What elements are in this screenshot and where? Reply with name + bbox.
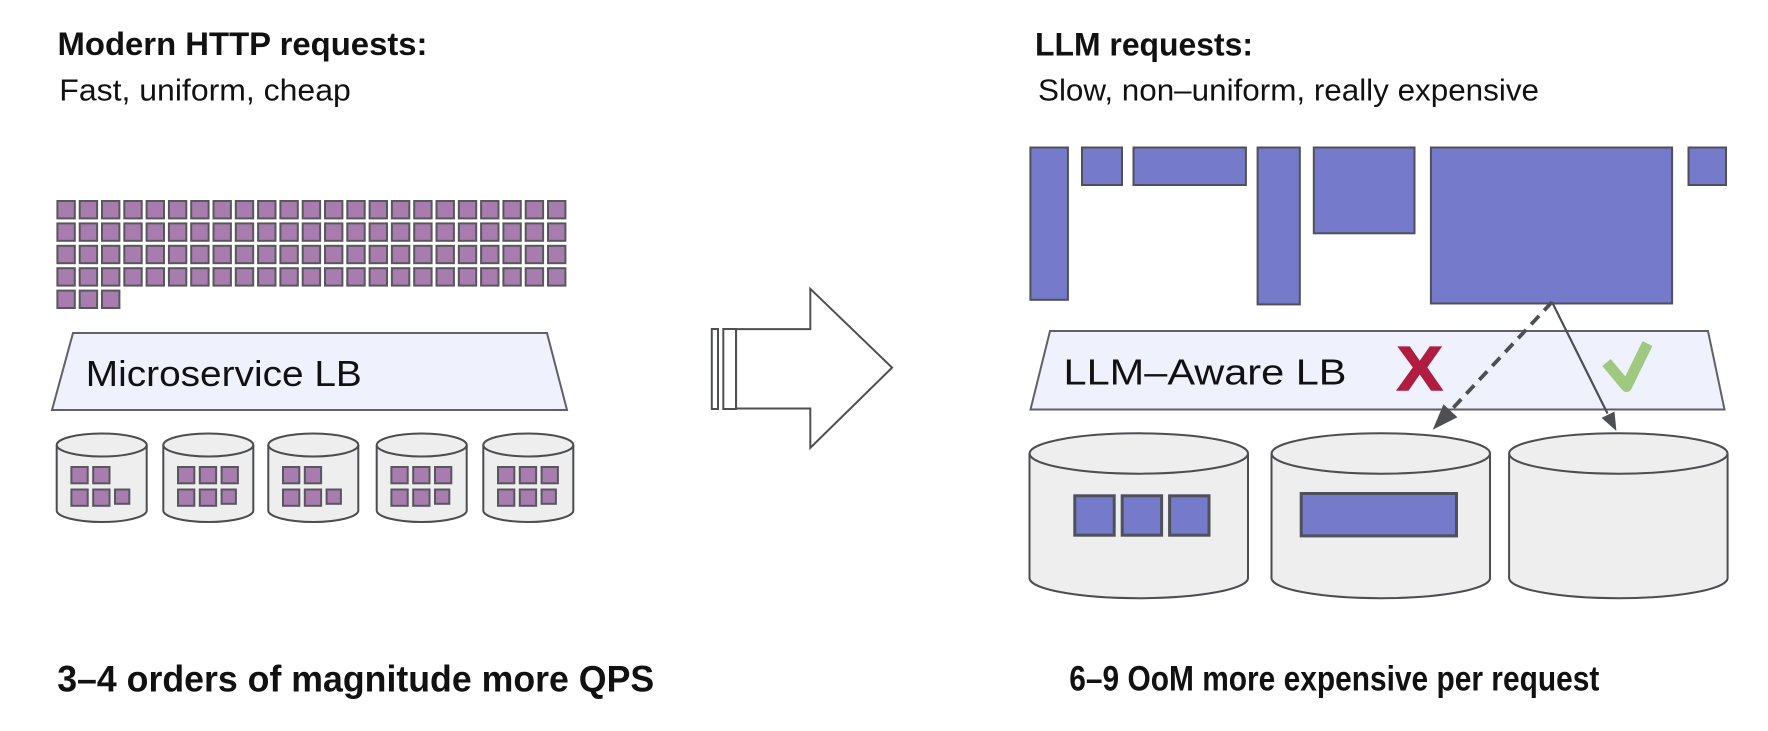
svg-text:X: X: [1397, 335, 1443, 404]
svg-text:Microservice LB: Microservice LB: [86, 353, 362, 394]
svg-text:6–9 OoM more expensive per req: 6–9 OoM more expensive per request: [1069, 659, 1599, 698]
svg-text:3–4 orders of magnitude more Q: 3–4 orders of magnitude more QPS: [57, 659, 654, 700]
svg-text:LLM requests:: LLM requests:: [1035, 27, 1253, 63]
svg-text:Fast, uniform, cheap: Fast, uniform, cheap: [59, 73, 351, 108]
svg-text:LLM–Aware LB: LLM–Aware LB: [1064, 352, 1347, 393]
svg-text:Modern HTTP requests:: Modern HTTP requests:: [58, 26, 428, 62]
svg-text:Slow, non–uniform, really expe: Slow, non–uniform, really expensive: [1038, 72, 1539, 107]
